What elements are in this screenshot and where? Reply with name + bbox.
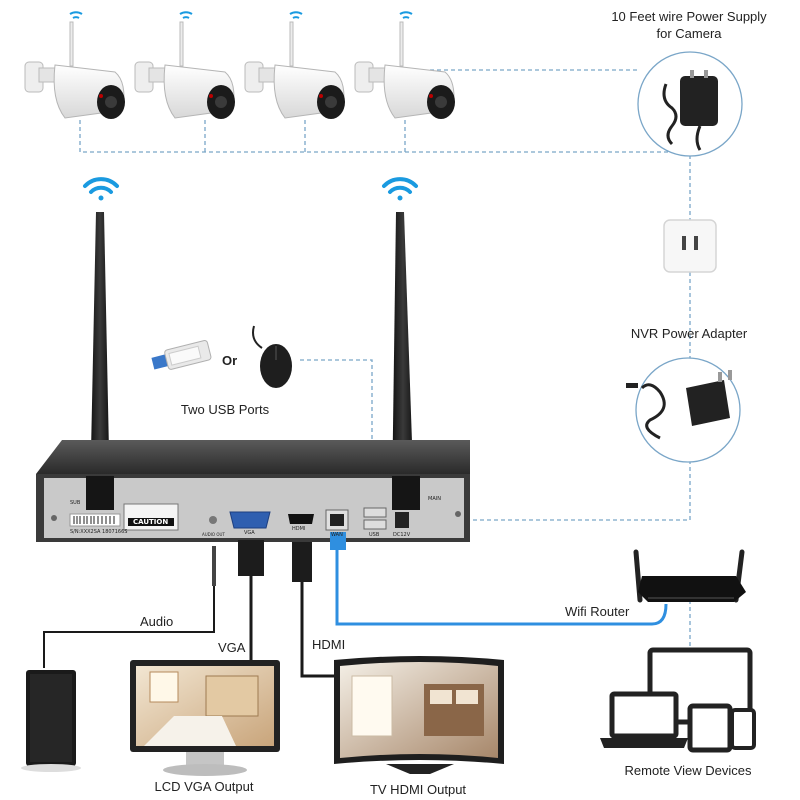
mouse-icon xyxy=(252,325,292,388)
vga-cable xyxy=(238,540,264,660)
wall-outlet-icon xyxy=(663,219,717,273)
camera-icon xyxy=(244,11,345,119)
wan-port-label: WAN xyxy=(331,532,343,538)
hdmi-label: HDMI xyxy=(312,637,346,652)
wifi-router-label: Wifi Router xyxy=(565,604,630,619)
usb-port-label: USB xyxy=(369,532,380,538)
usb-stick-icon xyxy=(151,340,212,370)
monitor-icon xyxy=(130,660,280,776)
serial-text: S/N:XXX2SA 1807166S xyxy=(70,529,128,535)
vga-port-label: VGA xyxy=(244,530,255,536)
camera-power-label-line2: for Camera xyxy=(656,26,722,41)
nvr-power-adapter-label: NVR Power Adapter xyxy=(630,326,748,341)
audio-out-port-label: AUDIO OUT xyxy=(202,532,225,537)
audio-label: Audio xyxy=(140,614,174,629)
usb-ports-label: Two USB Ports xyxy=(180,402,270,417)
power-adapter-icon xyxy=(626,370,732,440)
camera-row xyxy=(24,11,455,119)
ethernet-cable xyxy=(330,532,668,626)
camera-power-label-line1: 10 Feet wire Power Supply xyxy=(611,9,767,24)
camera-icon xyxy=(354,11,455,119)
lcd-vga-output-label: LCD VGA Output xyxy=(154,779,254,794)
antenna-right xyxy=(392,212,414,500)
remote-devices xyxy=(600,647,756,753)
tv-icon xyxy=(334,656,504,774)
audio-cable xyxy=(43,546,216,668)
laptop-icon xyxy=(600,691,688,748)
speaker-icon xyxy=(21,670,81,772)
dc12v-port-label: DC12V xyxy=(393,532,411,538)
main-antenna-label: MAIN xyxy=(428,496,441,502)
remote-view-devices-label: Remote View Devices xyxy=(624,763,752,778)
wifi-icon xyxy=(382,177,418,201)
router-icon xyxy=(633,549,746,603)
nvr-power-adapter xyxy=(626,357,741,463)
hdmi-cable xyxy=(292,542,336,678)
antenna-left xyxy=(90,212,110,500)
vga-label: VGA xyxy=(218,640,246,655)
phone-icon xyxy=(730,708,756,750)
sub-antenna-label: SUB xyxy=(70,500,81,506)
camera-power-supply xyxy=(637,51,743,157)
camera-icon xyxy=(134,11,235,119)
camera-icon xyxy=(24,11,125,119)
power-adapter-icon xyxy=(662,70,718,151)
tablet-icon xyxy=(687,703,733,753)
tv-hdmi-output-label: TV HDMI Output xyxy=(369,782,467,797)
or-label: Or xyxy=(222,353,238,368)
dashed-connections xyxy=(79,69,691,650)
nvr-recorder xyxy=(36,440,470,542)
caution-text: CAUTION xyxy=(133,518,169,526)
wifi-icon xyxy=(83,177,119,201)
hdmi-port-label: HDMI xyxy=(292,526,306,532)
